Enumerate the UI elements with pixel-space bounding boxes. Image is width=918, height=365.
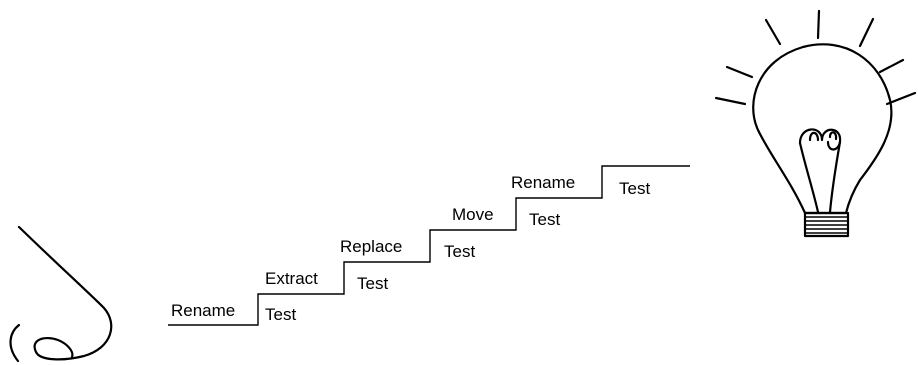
step-4-test-label: Test [529, 210, 561, 229]
step-1-action-label: Rename [171, 301, 236, 320]
step-2-action-label: Extract [265, 269, 318, 288]
nose-icon [9, 225, 113, 363]
step-5-test-label: Test [619, 179, 651, 198]
step-1-test-label: Test [265, 305, 297, 324]
step-4-action-label: Move [452, 205, 494, 224]
step-3-action-label: Replace [340, 237, 403, 256]
step-5-action-label: Rename [511, 173, 576, 192]
step-3-test-label: Test [444, 242, 476, 261]
light-bulb-icon [714, 9, 917, 238]
step-2-test-label: Test [357, 274, 389, 293]
staircase [168, 165, 690, 326]
